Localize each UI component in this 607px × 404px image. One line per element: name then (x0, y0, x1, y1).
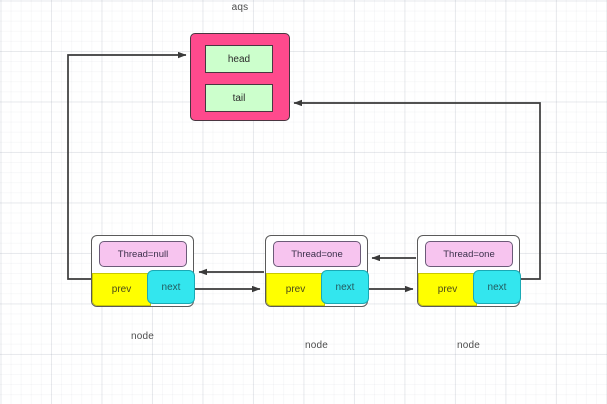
node-3-thread-field: Thread=one (425, 241, 513, 267)
node-box-3: Thread=one prev next (417, 235, 521, 307)
aqs-field-tail: tail (205, 84, 273, 112)
node-3-label: node (456, 340, 481, 351)
node-1-thread-field: Thread=null (99, 241, 187, 267)
node-2-next-field: next (321, 270, 369, 304)
node-2-thread-field: Thread=one (273, 241, 361, 267)
node-1-next-field: next (147, 270, 195, 304)
node-box-1: Thread=null prev next (91, 235, 195, 307)
node-3-next-field: next (473, 270, 521, 304)
node-1-prev-field: prev (92, 273, 151, 306)
node-3-prev-field: prev (418, 273, 477, 306)
node-2-prev-field: prev (266, 273, 325, 306)
aqs-field-head: head (205, 45, 273, 73)
aqs-label: aqs (231, 2, 249, 13)
node-2-label: node (304, 340, 329, 351)
node-box-2: Thread=one prev next (265, 235, 369, 307)
aqs-container: head tail (190, 33, 290, 121)
node-1-label: node (130, 331, 155, 342)
